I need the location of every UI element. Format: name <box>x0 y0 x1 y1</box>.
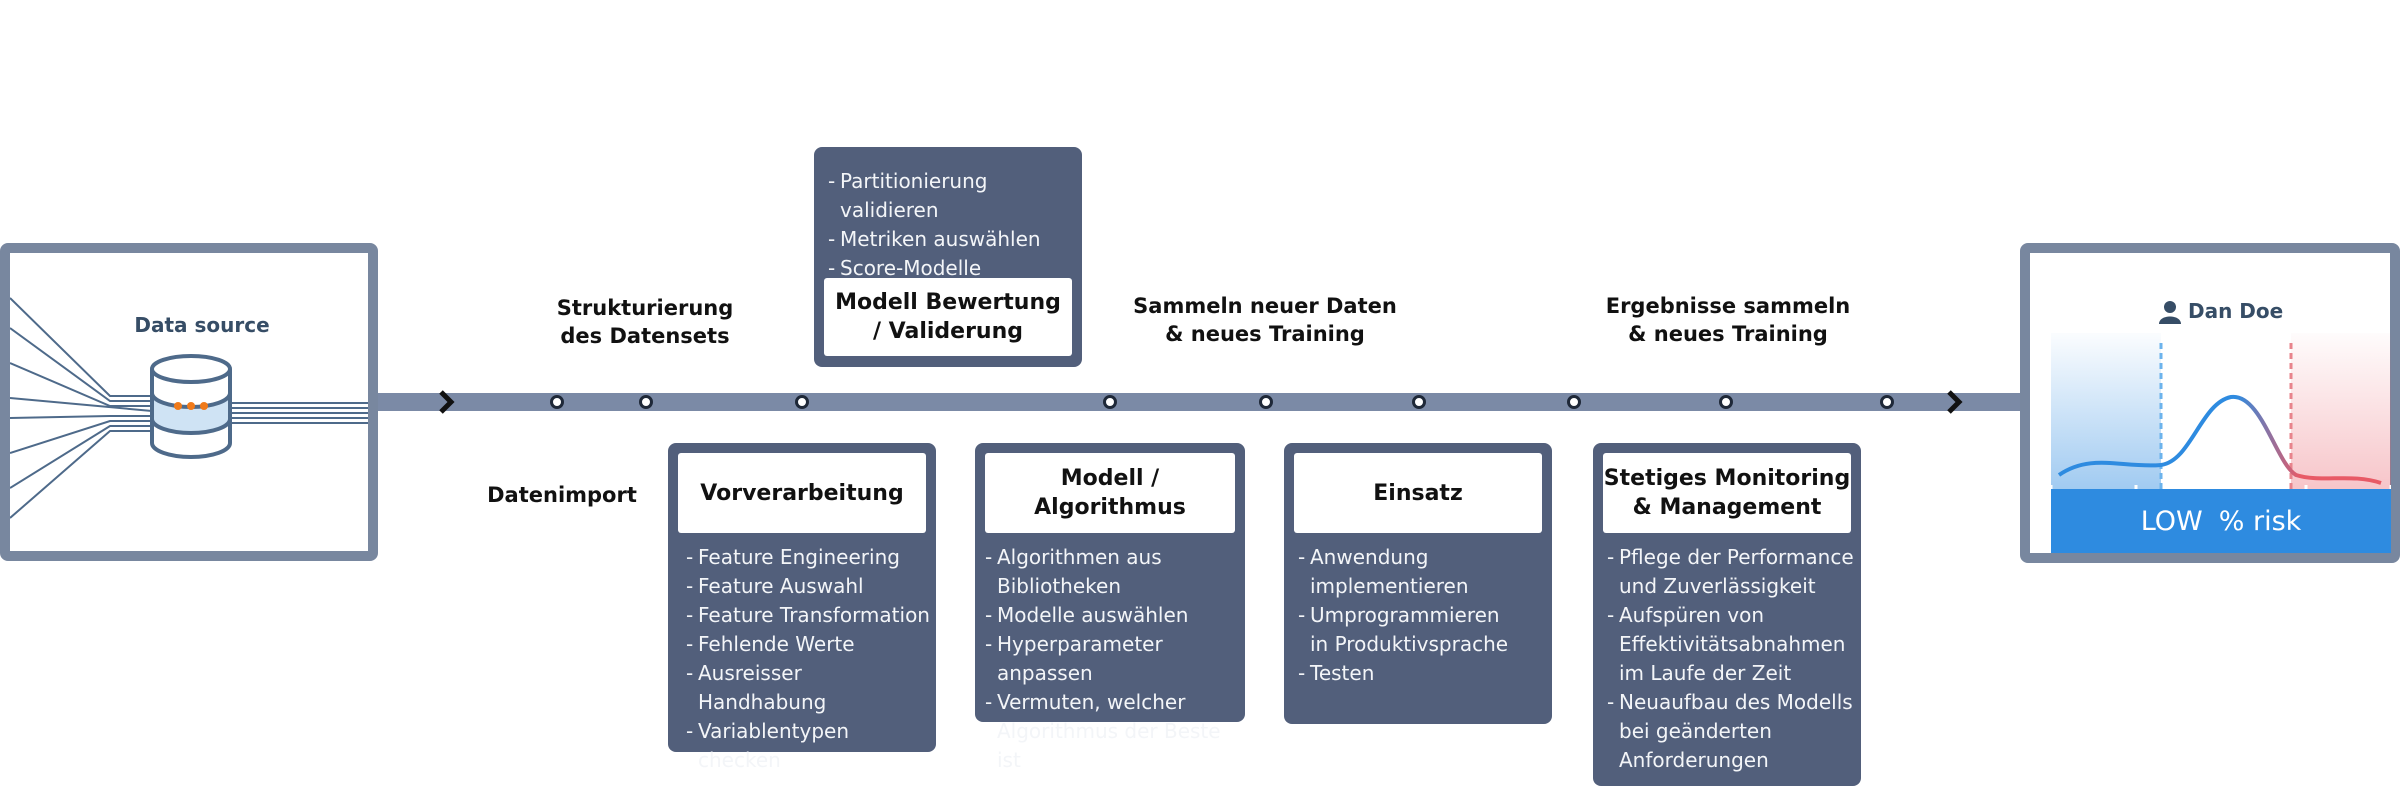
data-lines <box>10 297 368 519</box>
label-ergebnisse: Ergebnisse sammeln & neues Training <box>1605 294 1851 346</box>
modell-title: Modell / Algorithmus <box>985 453 1235 533</box>
list-item: Neuaufbau des Modells bei geänderten Anf… <box>1607 688 1861 775</box>
list-item: Variablentypen checken <box>686 717 936 775</box>
data-source-panel: Data source <box>0 243 378 561</box>
timeline-node <box>1259 395 1273 409</box>
monitoring-title: Stetiges Monitoring & Management <box>1603 453 1851 533</box>
list-item: Ausreisser Handhabung <box>686 659 936 717</box>
timeline-node <box>795 395 809 409</box>
list-item: Hyperparameter anpassen <box>985 630 1245 688</box>
risk-indicator: LOW % risk <box>2051 489 2391 553</box>
modell-list: Algorithmen aus Bibliotheken Modelle aus… <box>985 543 1245 775</box>
list-item: Algorithmen aus Bibliotheken <box>985 543 1245 601</box>
list-item: Fehlende Werte <box>686 630 936 659</box>
list-item: Pflege der Performance und Zuverlässigke… <box>1607 543 1861 601</box>
list-item: Anwendung implementieren <box>1298 543 1548 601</box>
timeline-node <box>1103 395 1117 409</box>
risk-unit: % risk <box>2218 505 2302 537</box>
timeline-bar <box>0 393 2400 411</box>
bewertung-list: Partitionierung validieren Metriken ausw… <box>828 167 1088 283</box>
list-item: Partitionierung validieren <box>828 167 1088 225</box>
risk-curve-chart <box>2051 333 2391 493</box>
step-monitoring: Stetiges Monitoring & Management Pflege … <box>1593 443 1861 786</box>
list-item: Feature Auswahl <box>686 572 936 601</box>
timeline-node <box>1880 395 1894 409</box>
list-item: Feature Engineering <box>686 543 936 572</box>
result-panel: Dan Doe LOW % risk <box>2020 243 2400 563</box>
vorverarbeitung-list: Feature Engineering Feature Auswahl Feat… <box>686 543 936 775</box>
bewertung-title: Modell Bewertung / Validerung <box>824 278 1072 356</box>
list-item: Umprogrammieren in Produktivsprache <box>1298 601 1548 659</box>
step-vorverarbeitung: Vorverarbeitung Feature Engineering Feat… <box>668 443 936 772</box>
label-sammeln: Sammeln neuer Daten & neues Training <box>1133 294 1397 346</box>
vorverarbeitung-title: Vorverarbeitung <box>678 453 926 533</box>
step-einsatz: Einsatz Anwendung implementieren Umprogr… <box>1284 443 1552 724</box>
einsatz-list: Anwendung implementieren Umprogrammieren… <box>1298 543 1548 688</box>
risk-level: LOW <box>2140 505 2203 537</box>
label-strukturierung: Strukturierung des Datensets <box>556 296 734 348</box>
list-item: Testen <box>1298 659 1548 688</box>
database-icon <box>150 354 232 459</box>
timeline-node <box>550 395 564 409</box>
user-icon <box>2159 301 2181 324</box>
list-item: Aufspüren von Effektivitätsabnahmen im L… <box>1607 601 1861 688</box>
list-item: Feature Transformation <box>686 601 936 630</box>
step-bewertung: Partitionierung validieren Metriken ausw… <box>814 147 1082 367</box>
step-modell: Modell / Algorithmus Algorithmen aus Bib… <box>975 443 1245 772</box>
einsatz-title: Einsatz <box>1294 453 1542 533</box>
chevron-right-icon <box>439 390 455 414</box>
timeline-node <box>1412 395 1426 409</box>
list-item: Metriken auswählen <box>828 225 1088 254</box>
monitoring-list: Pflege der Performance und Zuverlässigke… <box>1607 543 1861 775</box>
label-datenimport: Datenimport <box>487 483 637 507</box>
chevron-right-icon <box>1947 390 1963 414</box>
list-item: Modelle auswählen <box>985 601 1245 630</box>
list-item: Score-Modelle <box>828 254 1088 283</box>
timeline-node <box>639 395 653 409</box>
user-name: Dan Doe <box>2188 299 2284 323</box>
data-source-title: Data source <box>134 313 270 337</box>
timeline-node <box>1567 395 1581 409</box>
list-item: Vermuten, welcher Algorithmus der Beste … <box>985 688 1245 775</box>
timeline-node <box>1719 395 1733 409</box>
